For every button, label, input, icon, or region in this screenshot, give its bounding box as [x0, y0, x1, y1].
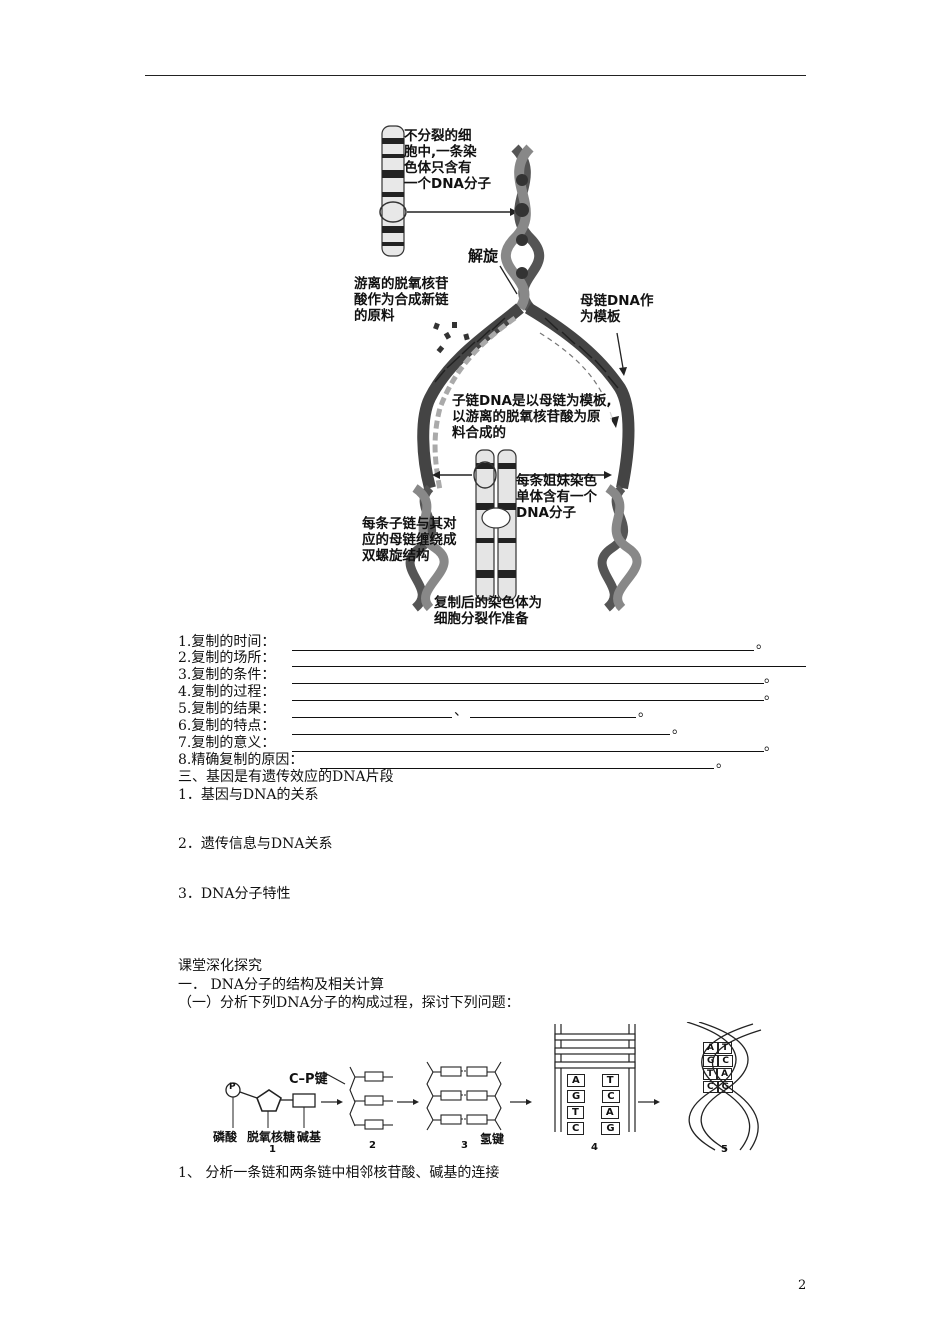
step-label-3: 3	[461, 1140, 468, 1151]
base-left: C	[703, 1081, 718, 1093]
answer-blank-8[interactable]	[320, 768, 714, 769]
label-phosphate: 磷酸	[213, 1130, 238, 1144]
label-cp-bond: C–P键	[289, 1072, 328, 1087]
pair-row: G C	[703, 1055, 733, 1067]
question-4-end: 。	[764, 687, 778, 703]
dna-structure-figure: C–P键 P 磷酸 脱氧核糖 碱基 氢键 1 2 3 4 5 A T G C T…	[205, 1021, 765, 1157]
step4-base-pairs: A T G C T A C G	[567, 1074, 620, 1135]
step-label-2: 2	[369, 1140, 376, 1151]
label-parent-template: 母链DNA作 为模板	[580, 293, 654, 325]
base-left: G	[703, 1055, 719, 1067]
question-7: 7.复制的意义：	[178, 735, 276, 751]
step5-base-pairs: A T G C T A C G	[703, 1042, 733, 1093]
answer-blank-7[interactable]	[292, 751, 764, 752]
label-double-helix: 每条子链与其对 应的母链缠绕成 双螺旋结构	[362, 516, 457, 564]
base-right: T	[601, 1074, 619, 1087]
question-3-end: 。	[764, 670, 778, 686]
base-right: G	[717, 1081, 733, 1093]
base-right: C	[718, 1055, 733, 1067]
label-after-replication: 复制后的染色体为 细胞分裂作准备	[434, 595, 542, 627]
label-daughter-strand: 子链DNA是以母链为模板, 以游离的脱氧核苷酸为原 料合成的	[452, 393, 612, 441]
header-rule	[145, 75, 806, 76]
dna-replication-figure: 不分裂的细 胞中,一条染 色体只含有 一个DNA分子 解旋 游离的脱氧核苷 酸作…	[340, 118, 660, 630]
base-left: A	[703, 1042, 718, 1054]
base-right: A	[600, 1106, 619, 1119]
section3-item3: 3．DNA分子特性	[178, 886, 291, 902]
label-sister-chromatid: 每条姐妹染色 单体含有一个 DNA分子	[516, 473, 597, 521]
question-5-sep: 、	[454, 703, 468, 719]
base-left: C	[567, 1122, 585, 1135]
section3-title: 三、基因是有遗传效应的DNA片段	[178, 769, 394, 785]
question-7-end: 。	[764, 738, 778, 754]
label-deoxyribose: 脱氧核糖	[247, 1130, 296, 1144]
explore-title: 课堂深化探究	[178, 958, 262, 974]
base-left: T	[703, 1068, 718, 1080]
question-5-end: 。	[638, 704, 652, 720]
label-nondividing-cell: 不分裂的细 胞中,一条染 色体只含有 一个DNA分子	[404, 128, 491, 192]
question-1-end: 。	[756, 636, 770, 652]
explore-subtitle-1: 一． DNA分子的结构及相关计算	[178, 977, 385, 993]
pair-row: C G	[703, 1081, 733, 1093]
section3-item1: 1．基因与DNA的关系	[178, 787, 319, 803]
section3-item2: 2．遗传信息与DNA关系	[178, 836, 333, 852]
label-base: 碱基	[297, 1130, 322, 1144]
answer-blank-4[interactable]	[292, 700, 764, 701]
pair-row: G C	[567, 1090, 620, 1103]
question-3: 3.复制的条件：	[178, 667, 276, 683]
pair-row: T A	[703, 1068, 733, 1080]
base-right: C	[602, 1090, 620, 1103]
question-8-end: 。	[716, 755, 730, 771]
question-5: 5.复制的结果：	[178, 701, 276, 717]
explore-question-1: 1、 分析一条链和两条链中相邻核苷酸、碱基的连接	[178, 1165, 500, 1181]
pair-row: C G	[567, 1122, 620, 1135]
structure-drawing	[225, 1021, 762, 1151]
base-right: T	[717, 1042, 733, 1054]
step-label-1: 1	[269, 1144, 276, 1155]
answer-blank-6[interactable]	[292, 734, 670, 735]
pair-row: A T	[567, 1074, 620, 1087]
question-4: 4.复制的过程：	[178, 684, 276, 700]
question-6: 6.复制的特点：	[178, 718, 276, 734]
base-left: G	[567, 1090, 586, 1103]
label-p-letter: P	[229, 1082, 236, 1092]
answer-blank-2[interactable]	[292, 666, 806, 667]
question-1: 1.复制的时间：	[178, 634, 276, 650]
question-6-end: 。	[672, 721, 686, 737]
base-left: T	[567, 1106, 584, 1119]
answer-blank-5b[interactable]	[470, 717, 636, 718]
pair-row: A T	[703, 1042, 733, 1054]
label-unwind: 解旋	[468, 247, 499, 265]
pair-row: T A	[567, 1106, 620, 1119]
base-left: A	[567, 1074, 585, 1087]
question-8: 8.精确复制的原因：	[178, 752, 304, 768]
question-2: 2.复制的场所：	[178, 650, 276, 666]
page-number: 2	[798, 1278, 807, 1293]
label-hbond: 氢键	[480, 1132, 505, 1146]
answer-blank-3[interactable]	[292, 683, 764, 684]
replication-drawing	[379, 125, 642, 612]
base-right: A	[717, 1068, 733, 1080]
answer-blank-5a[interactable]	[292, 717, 452, 718]
step-label-4: 4	[591, 1142, 598, 1153]
explore-subtitle-2: （一）分析下列DNA分子的构成过程，探讨下列问题：	[178, 995, 520, 1011]
base-right: G	[601, 1122, 620, 1135]
answer-blank-1[interactable]	[292, 650, 754, 651]
label-free-nucleotides: 游离的脱氧核苷 酸作为合成新链 的原料	[354, 276, 449, 324]
step-label-5: 5	[721, 1144, 728, 1155]
